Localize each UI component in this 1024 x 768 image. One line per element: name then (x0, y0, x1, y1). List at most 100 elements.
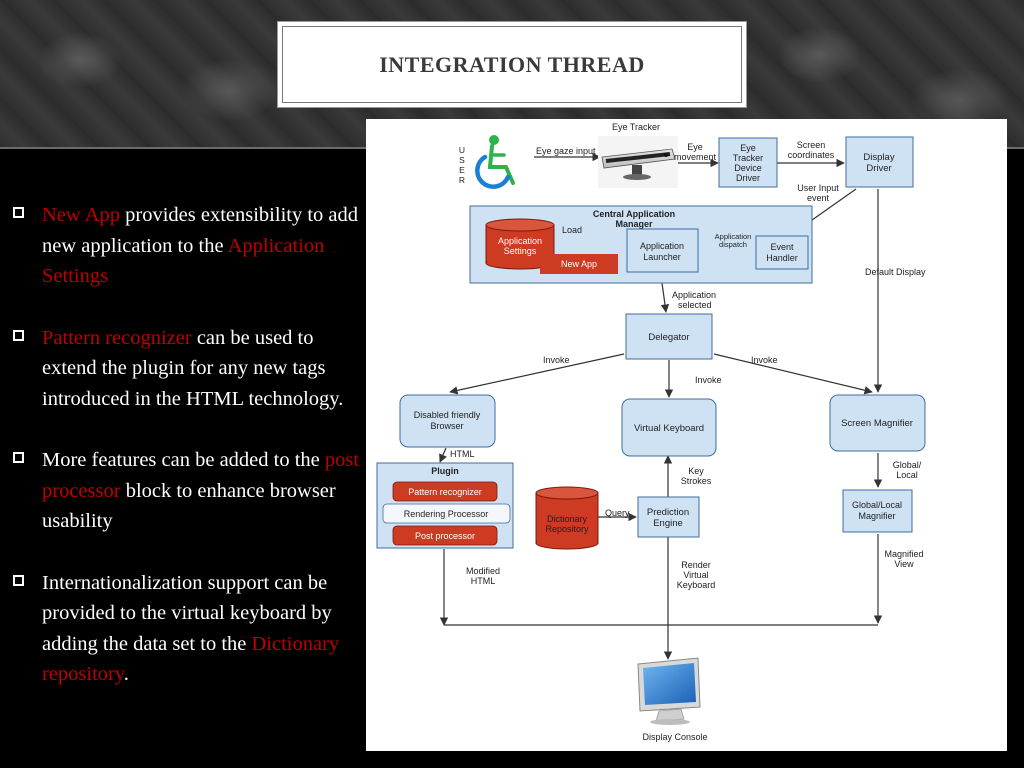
svg-text:Disabled friendly: Disabled friendly (414, 410, 481, 420)
svg-text:U: U (459, 145, 465, 155)
svg-text:Local: Local (896, 470, 918, 480)
svg-text:Handler: Handler (766, 253, 798, 263)
display-console-label: Display Console (642, 732, 707, 742)
bullet-item: New App provides extensibility to add ne… (12, 200, 370, 292)
svg-text:Key: Key (688, 466, 704, 476)
global-local-magnifier-box: Global/Local Magnifier (842, 489, 913, 533)
svg-text:Strokes: Strokes (681, 476, 712, 486)
bullet-text-part: Pattern recognizer (42, 326, 192, 349)
checkbox-bullet-icon (13, 207, 24, 218)
default-display-label: Default Display (865, 267, 926, 277)
bullet-item: Internationalization support can be prov… (12, 568, 370, 690)
svg-text:Eye: Eye (687, 142, 703, 152)
user-input-event-label: User Input event (797, 183, 839, 203)
svg-text:Eye: Eye (740, 143, 756, 153)
html-arrow (439, 447, 447, 463)
wheelchair-user-icon (475, 135, 515, 189)
slide-title: INTEGRATION THREAD (379, 51, 645, 77)
svg-text:Prediction: Prediction (647, 507, 689, 518)
eye-tracker-device-image (598, 136, 678, 188)
svg-text:Device: Device (734, 163, 762, 173)
svg-text:Display: Display (863, 152, 894, 163)
eye-tracker-device-driver-box: Eye Tracker Device Driver (718, 137, 778, 188)
key-strokes-label: Key Strokes (681, 466, 712, 486)
svg-text:HTML: HTML (471, 576, 496, 586)
checkbox-bullet-icon (13, 329, 24, 341)
bullet-text-part: Application Settings (42, 234, 325, 288)
screen-coordinates-label: Screen coordinates (788, 140, 835, 160)
svg-text:Magnifier: Magnifier (858, 511, 895, 521)
render-virtual-keyboard-label: Render Virtual Keyboard (677, 560, 716, 590)
svg-text:User Input: User Input (797, 183, 839, 193)
architecture-diagram: U S E R Eye Tracker Eye gaze input Eye m… (366, 119, 1007, 751)
svg-text:Manager: Manager (615, 219, 653, 229)
svg-text:Keyboard: Keyboard (677, 580, 716, 590)
svg-text:Driver: Driver (866, 163, 891, 174)
monitor-icon (637, 657, 701, 725)
svg-text:Application: Application (498, 236, 542, 246)
diagram-svg: U S E R Eye Tracker Eye gaze input Eye m… (376, 122, 926, 742)
disabled-friendly-browser-box: Disabled friendly Browser (399, 394, 496, 448)
screen-magnifier-box: Screen Magnifier (829, 394, 926, 452)
magnified-view-label: Magnified View (884, 549, 923, 569)
eye-tracker-label: Eye Tracker (612, 122, 660, 132)
svg-text:Engine: Engine (653, 518, 683, 529)
user-letter: U (459, 145, 465, 155)
svg-text:Plugin: Plugin (431, 466, 459, 476)
plugin-box: Plugin Pattern recognizer Rendering Proc… (376, 462, 514, 549)
checkbox-bullet-icon (13, 452, 24, 463)
invoke-right-arrow (713, 353, 873, 395)
bullet-text-part: block to enhance browser usability (42, 479, 336, 533)
svg-text:Dictionary: Dictionary (547, 514, 588, 524)
bullet-text-part: More features can be added to the (42, 449, 325, 471)
svg-text:S: S (459, 155, 465, 165)
dictionary-repository-cylinder: Dictionary Repository (535, 486, 599, 550)
svg-text:Global/: Global/ (893, 460, 922, 470)
invoke-left-label: Invoke (543, 355, 570, 365)
svg-text:Application: Application (715, 232, 752, 241)
svg-text:dispatch: dispatch (719, 240, 747, 249)
virtual-keyboard-box: Virtual Keyboard (621, 398, 717, 457)
event-handler-box: Event Handler (755, 235, 809, 270)
bullet-text-part: can be used to extend the plugin for any… (42, 326, 344, 410)
user-label: U S E R (459, 145, 465, 185)
bullet-item: More features can be added to the post p… (12, 445, 370, 537)
svg-text:Tracker: Tracker (733, 153, 763, 163)
svg-text:selected: selected (678, 300, 712, 310)
invoke-right-label: Invoke (751, 355, 778, 365)
svg-text:Render: Render (681, 560, 711, 570)
bullet-text-part: . (123, 663, 129, 685)
bullet-text-part: New App (42, 204, 121, 226)
prediction-engine-box: Prediction Engine (637, 496, 700, 538)
svg-text:View: View (894, 559, 914, 569)
svg-text:Global/Local: Global/Local (852, 500, 902, 510)
bullet-text-part: provides extensibility to add new applic… (42, 204, 359, 257)
eye-gaze-input-label: Eye gaze input (536, 146, 596, 156)
html-label: HTML (450, 449, 475, 459)
load-label: Load (562, 225, 582, 235)
svg-text:movement: movement (674, 152, 717, 162)
svg-text:Modified: Modified (466, 566, 500, 576)
display-driver-box: Display Driver (845, 136, 914, 188)
application-selected-arrow (660, 282, 670, 313)
svg-text:Virtual: Virtual (683, 570, 708, 580)
svg-text:Rendering Processor: Rendering Processor (404, 509, 489, 519)
svg-text:Driver: Driver (736, 173, 760, 183)
modified-html-label: Modified HTML (466, 566, 500, 586)
query-label: Query (605, 508, 630, 518)
svg-text:R: R (459, 175, 465, 185)
invoke-mid-label: Invoke (695, 375, 722, 385)
global-local-label: Global/ Local (893, 460, 922, 480)
svg-text:E: E (459, 165, 465, 175)
application-dispatch-label: Application dispatch (715, 232, 752, 249)
svg-text:Browser: Browser (430, 421, 463, 431)
svg-text:Screen: Screen (797, 140, 826, 150)
svg-text:Virtual Keyboard: Virtual Keyboard (634, 423, 704, 434)
title-inner-frame: INTEGRATION THREAD (282, 26, 742, 103)
svg-text:coordinates: coordinates (788, 150, 835, 160)
application-selected-label: Application selected (672, 290, 716, 310)
svg-text:Pattern recognizer: Pattern recognizer (408, 487, 482, 497)
svg-text:Post processor: Post processor (415, 531, 475, 541)
svg-text:Magnified: Magnified (884, 549, 923, 559)
svg-text:Repository: Repository (545, 524, 589, 534)
